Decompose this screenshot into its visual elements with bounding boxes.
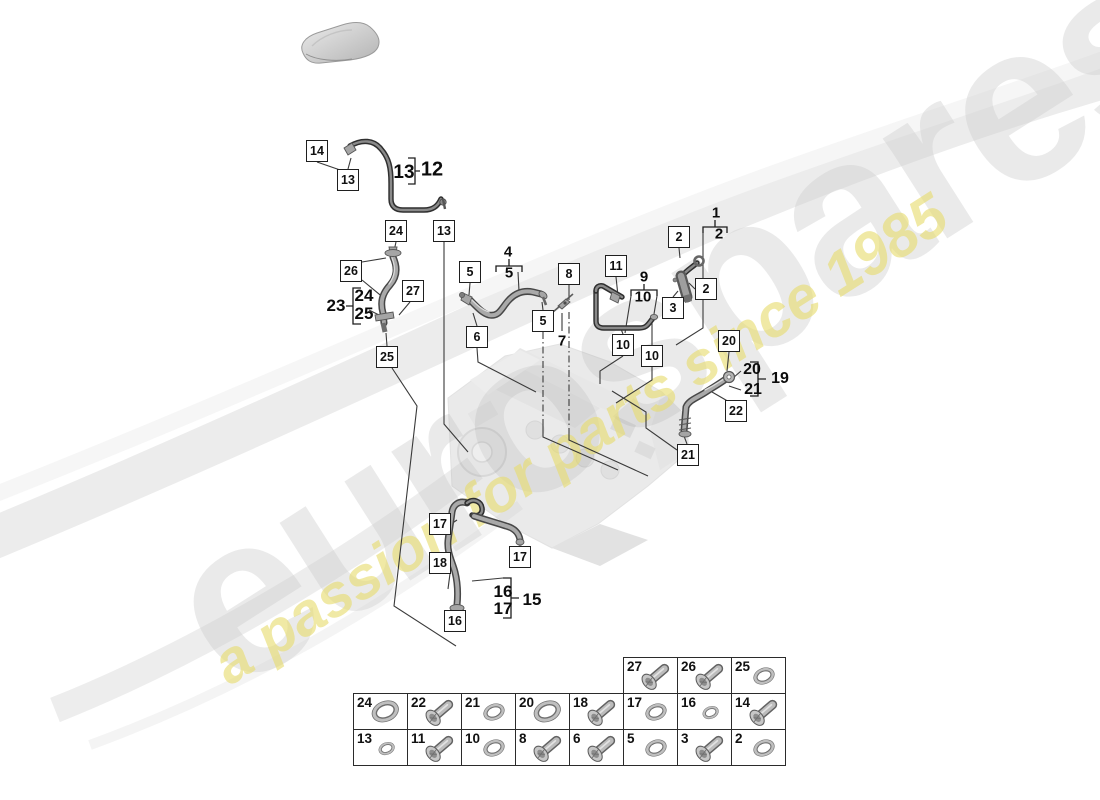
sensor-elbow — [672, 255, 705, 303]
callout-box-17a[interactable]: 17 — [429, 513, 451, 535]
callout-box-2b[interactable]: 2 — [695, 278, 717, 300]
callout-box-17b[interactable]: 17 — [509, 546, 531, 568]
callout-box-24[interactable]: 24 — [385, 220, 407, 242]
callout-box-13b[interactable]: 13 — [433, 220, 455, 242]
legend-cell-14[interactable]: 14 — [731, 693, 786, 730]
label-17-bold: 17 — [493, 599, 513, 618]
legend-cell-6[interactable]: 6 — [569, 729, 624, 766]
u-pipe — [593, 283, 659, 331]
callout-box-10b[interactable]: 10 — [641, 345, 663, 367]
legend-cell-22[interactable]: 22 — [407, 693, 462, 730]
legend-cell-17[interactable]: 17 — [623, 693, 678, 730]
label-21-bold: 21 — [744, 381, 762, 398]
callout-box-13a[interactable]: 13 — [337, 169, 359, 191]
label-13-bold: 13 — [393, 162, 415, 183]
label-1-group: 1 — [711, 204, 721, 222]
callout-box-27[interactable]: 27 — [402, 280, 424, 302]
legend-cell-2[interactable]: 2 — [731, 729, 786, 766]
callout-box-2a[interactable]: 2 — [668, 226, 690, 248]
callout-box-6[interactable]: 6 — [466, 326, 488, 348]
group-brackets — [346, 157, 766, 619]
label-10-bold: 10 — [634, 288, 652, 306]
callout-box-18[interactable]: 18 — [429, 552, 451, 574]
label-16-bold: 16 — [493, 582, 513, 601]
hose-left — [374, 246, 402, 333]
label-15-group: 15 — [522, 590, 542, 609]
label-12-group: 12 — [420, 158, 444, 181]
callout-box-25[interactable]: 25 — [376, 346, 398, 368]
label-2-bold: 2 — [714, 225, 724, 243]
label-25-bold: 25 — [354, 304, 374, 323]
label-4-group: 4 — [503, 243, 513, 261]
legend-cell-18[interactable]: 18 — [569, 693, 624, 730]
legend-cell-13[interactable]: 13 — [353, 729, 408, 766]
callout-box-20[interactable]: 20 — [718, 330, 740, 352]
hose-center — [459, 287, 548, 319]
callout-box-5a[interactable]: 5 — [459, 261, 481, 283]
label-24-bold: 24 — [354, 286, 374, 305]
callout-box-21[interactable]: 21 — [677, 444, 699, 466]
legend-cell-27[interactable]: 27 — [623, 657, 678, 694]
legend-cell-3[interactable]: 3 — [677, 729, 732, 766]
legend-cell-5[interactable]: 5 — [623, 729, 678, 766]
label-7-bold: 7 — [557, 332, 567, 350]
callout-box-3[interactable]: 3 — [662, 297, 684, 319]
pipe-top-line — [343, 138, 447, 213]
legend-cell-11[interactable]: 11 — [407, 729, 462, 766]
hose-right — [678, 370, 736, 438]
label-5-bold: 5 — [504, 264, 514, 282]
label-19-group: 19 — [771, 370, 789, 387]
legend-cell-24[interactable]: 24 — [353, 693, 408, 730]
legend-cell-8[interactable]: 8 — [515, 729, 570, 766]
label-23-group: 23 — [326, 296, 346, 315]
callout-box-11[interactable]: 11 — [605, 255, 627, 277]
legend-cell-21[interactable]: 21 — [461, 693, 516, 730]
callout-box-22[interactable]: 22 — [725, 400, 747, 422]
retainer-bracket — [552, 293, 574, 313]
callout-box-26[interactable]: 26 — [340, 260, 362, 282]
label-9-group: 9 — [639, 268, 649, 286]
legend-cell-16[interactable]: 16 — [677, 693, 732, 730]
callout-box-14[interactable]: 14 — [306, 140, 328, 162]
label-20-bold: 20 — [743, 361, 761, 378]
car-cover-part — [301, 22, 380, 64]
legend-cell-20[interactable]: 20 — [515, 693, 570, 730]
callout-box-10a[interactable]: 10 — [612, 334, 634, 356]
legend-cell-25[interactable]: 25 — [731, 657, 786, 694]
callout-box-16[interactable]: 16 — [444, 610, 466, 632]
legend-cell-26[interactable]: 26 — [677, 657, 732, 694]
callout-box-8[interactable]: 8 — [558, 263, 580, 285]
legend-cell-10[interactable]: 10 — [461, 729, 516, 766]
callout-box-5b[interactable]: 5 — [532, 310, 554, 332]
